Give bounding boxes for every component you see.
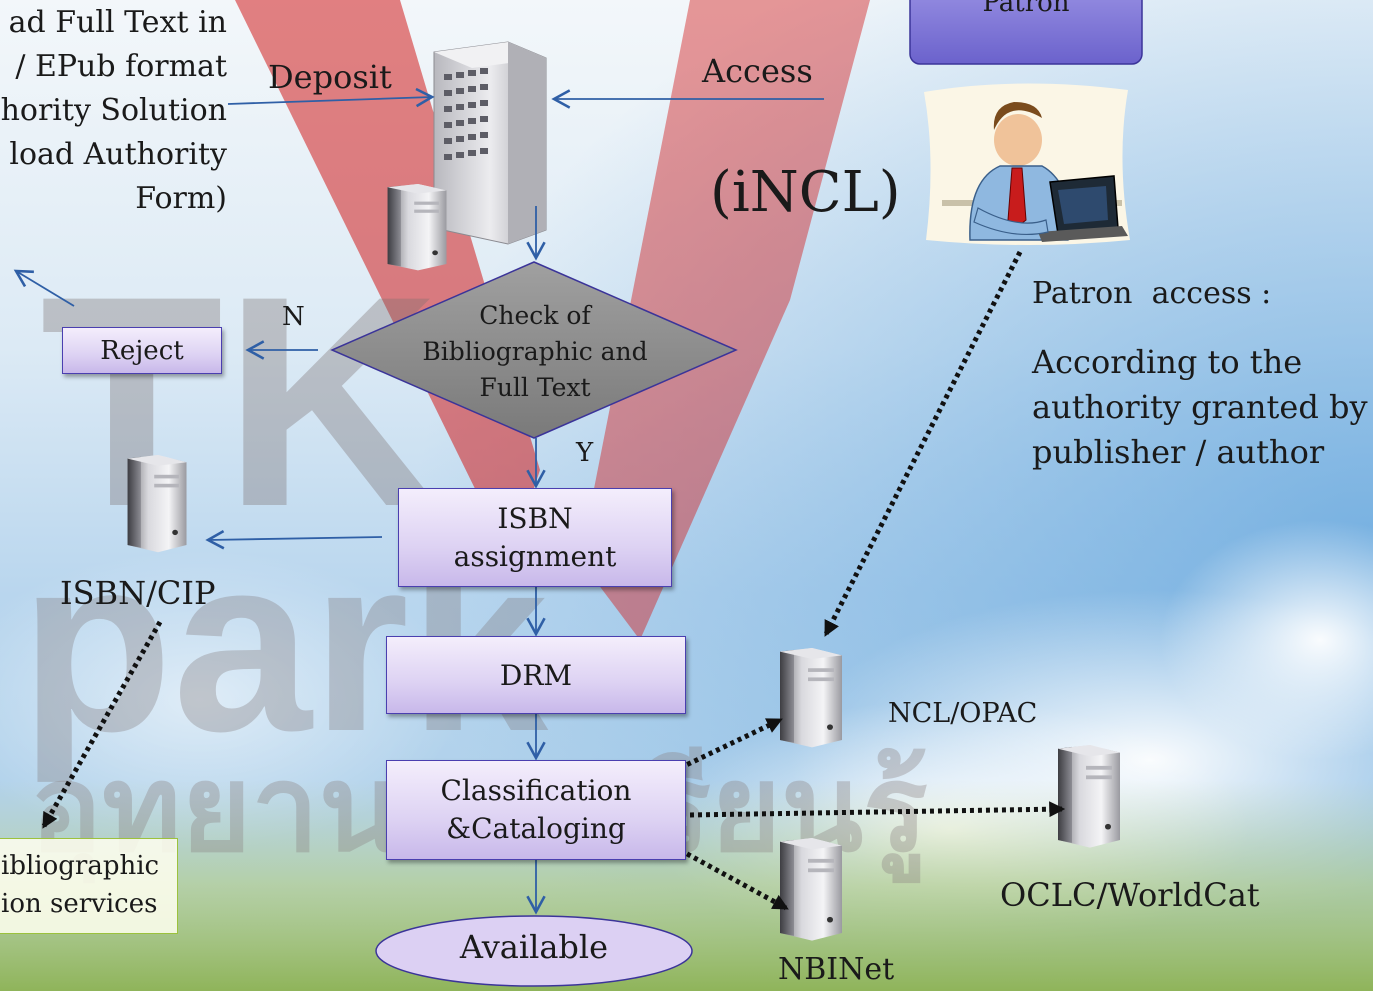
oclc-worldcat-label: OCLC/WorldCat <box>1000 876 1260 914</box>
server-icon <box>387 184 447 271</box>
access-label: Access <box>702 52 813 90</box>
left-note-line: ad Full Text in <box>8 5 227 40</box>
reject-label: Reject <box>100 335 184 366</box>
no-label: N <box>282 302 305 332</box>
ncl-opac-label: NCL/OPAC <box>888 698 1038 729</box>
isbn-cip-arrow <box>205 530 383 550</box>
patron-access-line: According to the <box>1032 343 1303 381</box>
main-server-icon <box>433 41 547 245</box>
patron-access-text: According to the authority granted by pu… <box>1032 340 1368 475</box>
patron-access-line: authority granted by <box>1032 388 1368 426</box>
available-label: Available <box>459 928 609 966</box>
classification-to-oclc-dotted-arrow <box>689 801 1066 818</box>
cloud <box>0 550 460 850</box>
ncl-opac-server-icon <box>780 648 842 748</box>
isbn-assignment-line: ISBN <box>497 501 573 535</box>
patron-access-line: publisher / author <box>1032 433 1325 471</box>
check-decision-label: Check of Bibliographic and Full Text <box>400 298 670 406</box>
nbinet-label: NBINet <box>778 952 895 987</box>
available-ellipse <box>375 915 693 987</box>
classification-line: Classification <box>440 774 632 807</box>
reject-return-arrow <box>13 269 75 307</box>
left-note-line: Form) <box>135 181 227 216</box>
watermark-ribbon <box>580 0 870 640</box>
isbn-cip-server-icon <box>127 455 187 553</box>
classification-to-opac-dotted-arrow <box>678 717 783 771</box>
watermark-tk: TK <box>40 233 440 569</box>
patron-person-icon <box>924 83 1130 245</box>
check-decision-diamond <box>330 261 738 439</box>
watermark-ribbon <box>235 0 540 560</box>
isbn-assignment-box: ISBN assignment <box>398 488 672 587</box>
classification-line: &Cataloging <box>446 812 626 845</box>
incl-label: (iNCL) <box>710 160 901 225</box>
check-decision-line: Bibliographic and <box>422 337 648 366</box>
deposit-label: Deposit <box>268 58 392 96</box>
left-note-line: hority Solution <box>0 93 227 128</box>
left-note-line: load Authority <box>9 137 227 172</box>
left-note: ad Full Text in / EPub format hority Sol… <box>1 1 227 221</box>
isbn-assignment-line: assignment <box>453 539 617 573</box>
isbn-cip-label: ISBN/CIP <box>60 574 216 612</box>
bibliographic-services-line: ibliographic <box>1 851 160 881</box>
oclc-server-icon <box>1058 745 1120 848</box>
reject-box: Reject <box>62 327 222 374</box>
bibliographic-services-box: ibliographic ion services <box>0 838 178 934</box>
cloud <box>1160 520 1373 760</box>
patron-box-label: Patron <box>982 0 1070 18</box>
isbn-cip-to-bibliographic-dotted-arrow <box>41 620 163 829</box>
yes-label: Y <box>576 438 594 468</box>
bibliographic-services-line: ion services <box>1 889 158 919</box>
check-decision-line: Check of <box>479 301 591 330</box>
classification-to-nbinet-dotted-arrow <box>678 847 789 911</box>
nbinet-server-icon <box>780 838 842 941</box>
drm-label: DRM <box>499 658 573 692</box>
deposit-arrow <box>227 87 435 108</box>
patron-to-opac-dotted-arrow <box>823 250 1023 637</box>
patron-access-heading: Patron access : <box>1032 276 1272 311</box>
patron-box <box>909 0 1143 65</box>
classification-box: Classification &Cataloging <box>386 760 686 860</box>
check-decision-line: Full Text <box>479 373 591 402</box>
left-note-line: / EPub format <box>15 49 227 84</box>
drm-box: DRM <box>386 636 686 714</box>
